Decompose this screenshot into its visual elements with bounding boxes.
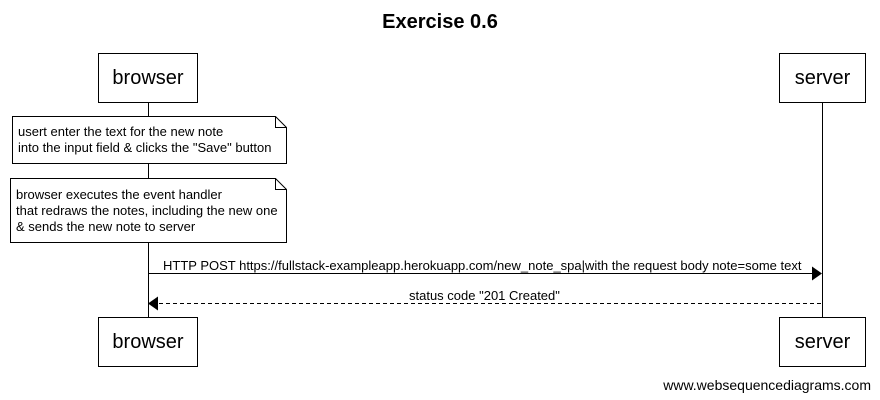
browser-participant-top: browser bbox=[98, 53, 198, 103]
note-shape bbox=[12, 116, 287, 164]
note-line: browser executes the event handler bbox=[16, 187, 222, 202]
created-response-label: status code "201 Created" bbox=[409, 288, 560, 303]
created-response-arrowhead bbox=[148, 296, 158, 311]
note-line: & sends the new note to server bbox=[16, 219, 196, 234]
note-line: into the input field & clicks the "Save"… bbox=[18, 140, 272, 155]
server-lifeline bbox=[822, 102, 823, 318]
post-request-arrowhead bbox=[812, 266, 822, 281]
note-browser-executes-handler: browser executes the event handler that … bbox=[10, 178, 287, 243]
watermark[interactable]: www.websequencediagrams.com bbox=[663, 377, 871, 393]
diagram-title: Exercise 0.6 bbox=[382, 11, 498, 33]
server-participant-bottom: server bbox=[779, 317, 866, 367]
post-request-label: HTTP POST https://fullstack-exampleapp.h… bbox=[163, 258, 802, 273]
note-shape bbox=[10, 178, 287, 243]
note-line: usert enter the text for the new note bbox=[18, 124, 224, 139]
note-user-enters-text: usert enter the text for the new note in… bbox=[12, 116, 287, 164]
server-participant-top: server bbox=[779, 53, 866, 103]
note-line: that redraws the notes, including the ne… bbox=[16, 203, 278, 218]
browser-participant-bottom: browser bbox=[98, 317, 198, 367]
